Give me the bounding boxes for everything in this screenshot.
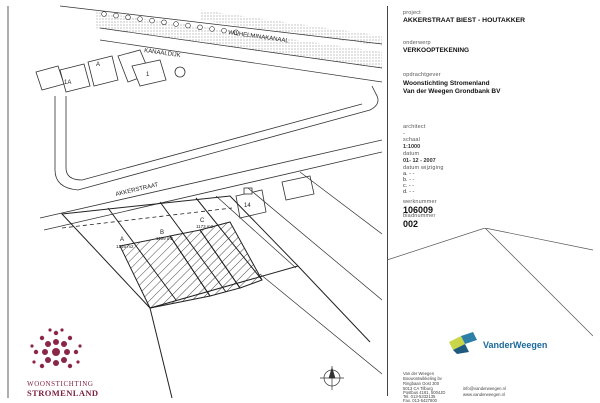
vanderweegen-brand-name: VanderWeegen xyxy=(483,340,548,350)
akkerstraat-road xyxy=(39,139,383,231)
revision-c: c. - - xyxy=(403,183,414,189)
revision-b: b. - - xyxy=(403,177,415,183)
date-label: datum xyxy=(403,151,420,157)
lot-dashed-line xyxy=(61,207,233,229)
site-map: WILHELMINAKANAAL KANAALDIJK 1A A 1 AKKER… xyxy=(7,5,383,399)
label-lot-b: B xyxy=(160,230,164,236)
brand-email: info@vanderweegen.nl xyxy=(463,386,506,391)
architect-label: architect xyxy=(403,124,426,130)
label-building-1: 1 xyxy=(146,72,150,78)
well-circle xyxy=(174,66,186,78)
subject-label: onderwerp xyxy=(403,40,431,46)
existing-buildings xyxy=(35,49,167,93)
stromenland-logo-icon xyxy=(30,328,82,369)
work-number-value: 106009 xyxy=(403,205,434,215)
label-building-14: 14 xyxy=(244,203,251,209)
lots xyxy=(60,195,371,399)
subject-value: VERKOOPTEKENING xyxy=(403,47,470,54)
brand-address-2: Bouwontwikkeling bv xyxy=(403,376,442,381)
brand-address-3: Ringbaan Oost 300 xyxy=(403,381,440,386)
canal-lines xyxy=(59,5,383,83)
road-loop xyxy=(54,85,379,191)
client-label: opdrachtgever xyxy=(403,72,441,78)
empty-sketch-area xyxy=(387,228,593,337)
brand-address-6: Tel. 013-5332135 xyxy=(403,394,436,399)
label-building-a: A xyxy=(96,62,100,68)
title-block: project AKKERSTRAAT BIEST - HOUTAKKER on… xyxy=(387,6,593,403)
project-value: AKKERSTRAAT BIEST - HOUTAKKER xyxy=(403,17,526,24)
sheet-number-label: bladnummer xyxy=(403,213,436,219)
brand-address-4: 5013 CA Tilburg xyxy=(403,386,433,391)
canal-stipple-upper xyxy=(200,10,382,46)
revision-a: a. - - xyxy=(403,171,415,177)
canal-bank-stipple xyxy=(95,12,382,68)
logo-line-stromenland: STROMENLAND xyxy=(27,388,99,398)
scale-value: 1:1000 xyxy=(403,144,421,150)
client-line2: Van der Weegen Grondbank BV xyxy=(403,88,501,95)
project-label: project xyxy=(403,10,421,16)
tree-row xyxy=(101,11,239,35)
revision-label: datum wijziging xyxy=(403,165,444,171)
work-number-label: werknummer xyxy=(403,199,437,205)
label-lot-a: A xyxy=(120,237,124,243)
logo-line-woonstichting: WOONSTICHTING xyxy=(27,380,94,388)
label-kanaaldijk: KANAALDIJK xyxy=(144,48,181,59)
scale-label: schaal xyxy=(403,137,421,143)
label-lot-a-area: 1246 m2 xyxy=(116,244,134,249)
vanderweegen-logo-icon xyxy=(449,332,477,354)
brand-address-1: Van der Weegen xyxy=(403,371,435,376)
sheet-number-value: 002 xyxy=(403,219,419,229)
architect-value: - xyxy=(403,131,405,137)
date-value: 01- 12 - 2007 xyxy=(403,158,436,164)
label-lot-c-area: 1173 m2 xyxy=(196,224,214,229)
north-arrow-icon xyxy=(320,366,344,390)
brand-address-5: Postbus 4181, 5004JD xyxy=(403,390,446,395)
label-lot-b-area: 1199 m2 xyxy=(156,236,174,241)
house-14 xyxy=(235,175,315,219)
client-line1: Woonstichting Stromenland xyxy=(403,80,490,87)
label-building-1a: 1A xyxy=(64,80,71,86)
brand-address-7: Fax. 013-5427800 xyxy=(403,398,437,403)
brand-website: www.vanderweegen.nl xyxy=(463,392,505,397)
revision-d: d. - - xyxy=(403,189,415,195)
road-loop-inner xyxy=(65,96,363,181)
label-lot-c: C xyxy=(200,218,205,224)
